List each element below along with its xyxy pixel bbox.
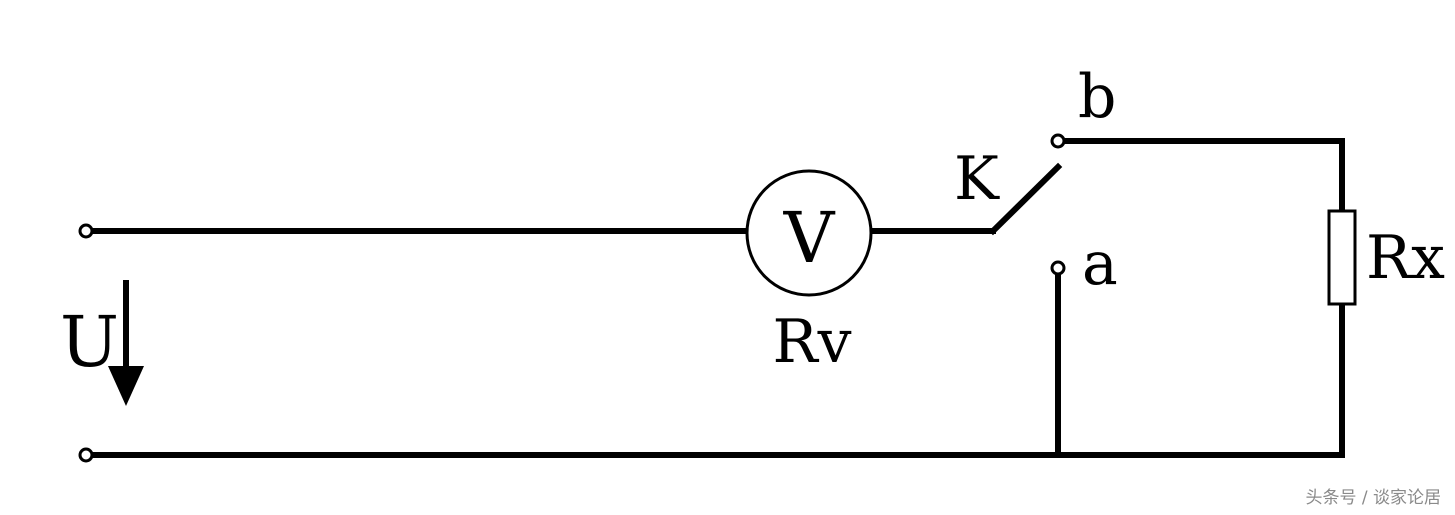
resistor-label: Rx (1366, 223, 1445, 293)
resistor-rx (1327, 209, 1357, 306)
switch-contact-a (1050, 260, 1066, 276)
source-voltage-label: U (60, 301, 119, 383)
voltmeter (745, 169, 873, 297)
watermark-text: 头条号 / 谈家论居 (1305, 488, 1441, 508)
input-terminal-top (78, 223, 94, 239)
switch-blade (988, 162, 1063, 236)
input-terminal-bottom (78, 447, 94, 463)
wire-b-to-resistor (1060, 138, 1345, 215)
contact-b-label: b (1078, 62, 1116, 132)
switch-label: K (954, 144, 1000, 214)
voltmeter-symbol: V (783, 197, 836, 279)
switch-contact-b (1050, 133, 1066, 149)
voltage-arrow-head (108, 366, 144, 406)
voltmeter-resistance-label: Rv (772, 307, 851, 377)
contact-a-label: a (1082, 229, 1118, 299)
